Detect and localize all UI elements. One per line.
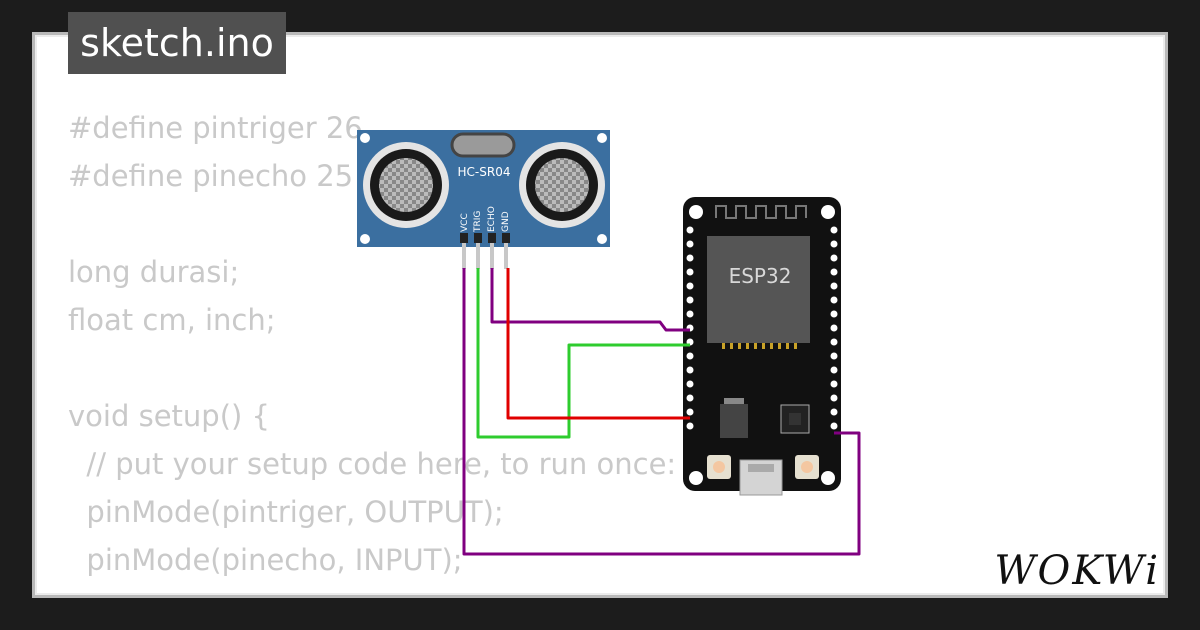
- code-line: float cm, inch;: [68, 303, 276, 337]
- pin-label-echo: ECHO: [487, 206, 497, 232]
- wire-green-trig: [476, 268, 690, 439]
- esp32-board[interactable]: ESP32: [683, 197, 841, 496]
- code-line: #define pintriger 26: [68, 111, 363, 145]
- code-line: long durasi;: [68, 255, 240, 289]
- pin-label-gnd: GND: [501, 211, 511, 232]
- code-line: pinMode(pinecho, INPUT);: [68, 543, 463, 577]
- project-preview: #define pintriger 26 #define pinecho 25 …: [37, 37, 1163, 593]
- code-line: #define pinecho 25: [68, 159, 354, 193]
- code-line: // put your setup code here, to run once…: [68, 447, 677, 481]
- code-preview: #define pintriger 26 #define pinecho 25 …: [68, 104, 676, 593]
- pin-label-trig: TRIG: [473, 211, 483, 233]
- wire-purple-echo: [490, 268, 690, 332]
- wire-purple-vcc: [462, 268, 861, 556]
- code-line: pinMode(pintriger, OUTPUT);: [68, 495, 504, 529]
- wokwi-logo: WOKWi: [994, 548, 1160, 594]
- hc-sr04-sensor[interactable]: HC-SR04 VCC TRIG ECHO GND: [357, 130, 610, 269]
- file-tab[interactable]: sketch.ino: [68, 12, 286, 74]
- wire-red-gnd: [506, 268, 690, 420]
- sensor-label: HC-SR04: [458, 165, 511, 179]
- pin-label-vcc: VCC: [460, 213, 470, 232]
- board-label: ESP32: [729, 264, 792, 288]
- code-line: Serial.begin(115200);: [68, 584, 676, 593]
- code-line: void setup() {: [68, 399, 270, 433]
